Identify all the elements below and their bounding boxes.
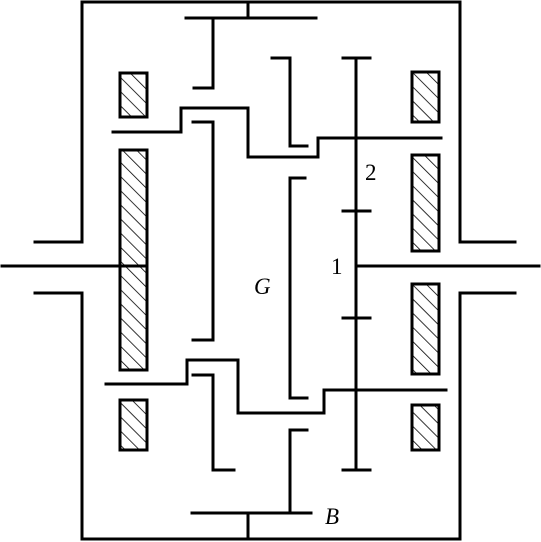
label-ring-b: B	[325, 504, 339, 529]
bearing-bottom-right	[410, 403, 441, 452]
lower-gear-hook	[191, 373, 236, 472]
sun-gear-column	[341, 56, 372, 472]
upper-carrier-arm	[111, 106, 443, 159]
top-gear-hook	[192, 16, 215, 90]
left-carrier-link	[191, 120, 215, 342]
housing-bottom-wall	[33, 291, 517, 541]
bearing-mid-left	[118, 148, 149, 372]
housing	[33, 0, 517, 541]
lower-carrier-arm	[104, 358, 448, 415]
upper-planet-gear	[270, 56, 309, 148]
bearing-bottom-left	[118, 398, 149, 452]
top-gear-assembly	[184, 0, 318, 90]
label-gear-1: 1	[331, 254, 343, 279]
bearing-upper-right	[410, 153, 441, 253]
carrier-gear-g	[288, 176, 309, 400]
bearing-top-left	[118, 71, 149, 119]
lower-planet-gear	[288, 428, 309, 515]
label-carrier-g: G	[254, 274, 271, 299]
bearings	[118, 70, 441, 452]
label-gear-2: 2	[365, 160, 377, 185]
bearing-lower-right	[410, 282, 441, 376]
bearing-top-right	[410, 70, 441, 124]
bottom-gear-assembly	[190, 428, 313, 541]
housing-left-wall	[33, 0, 517, 244]
